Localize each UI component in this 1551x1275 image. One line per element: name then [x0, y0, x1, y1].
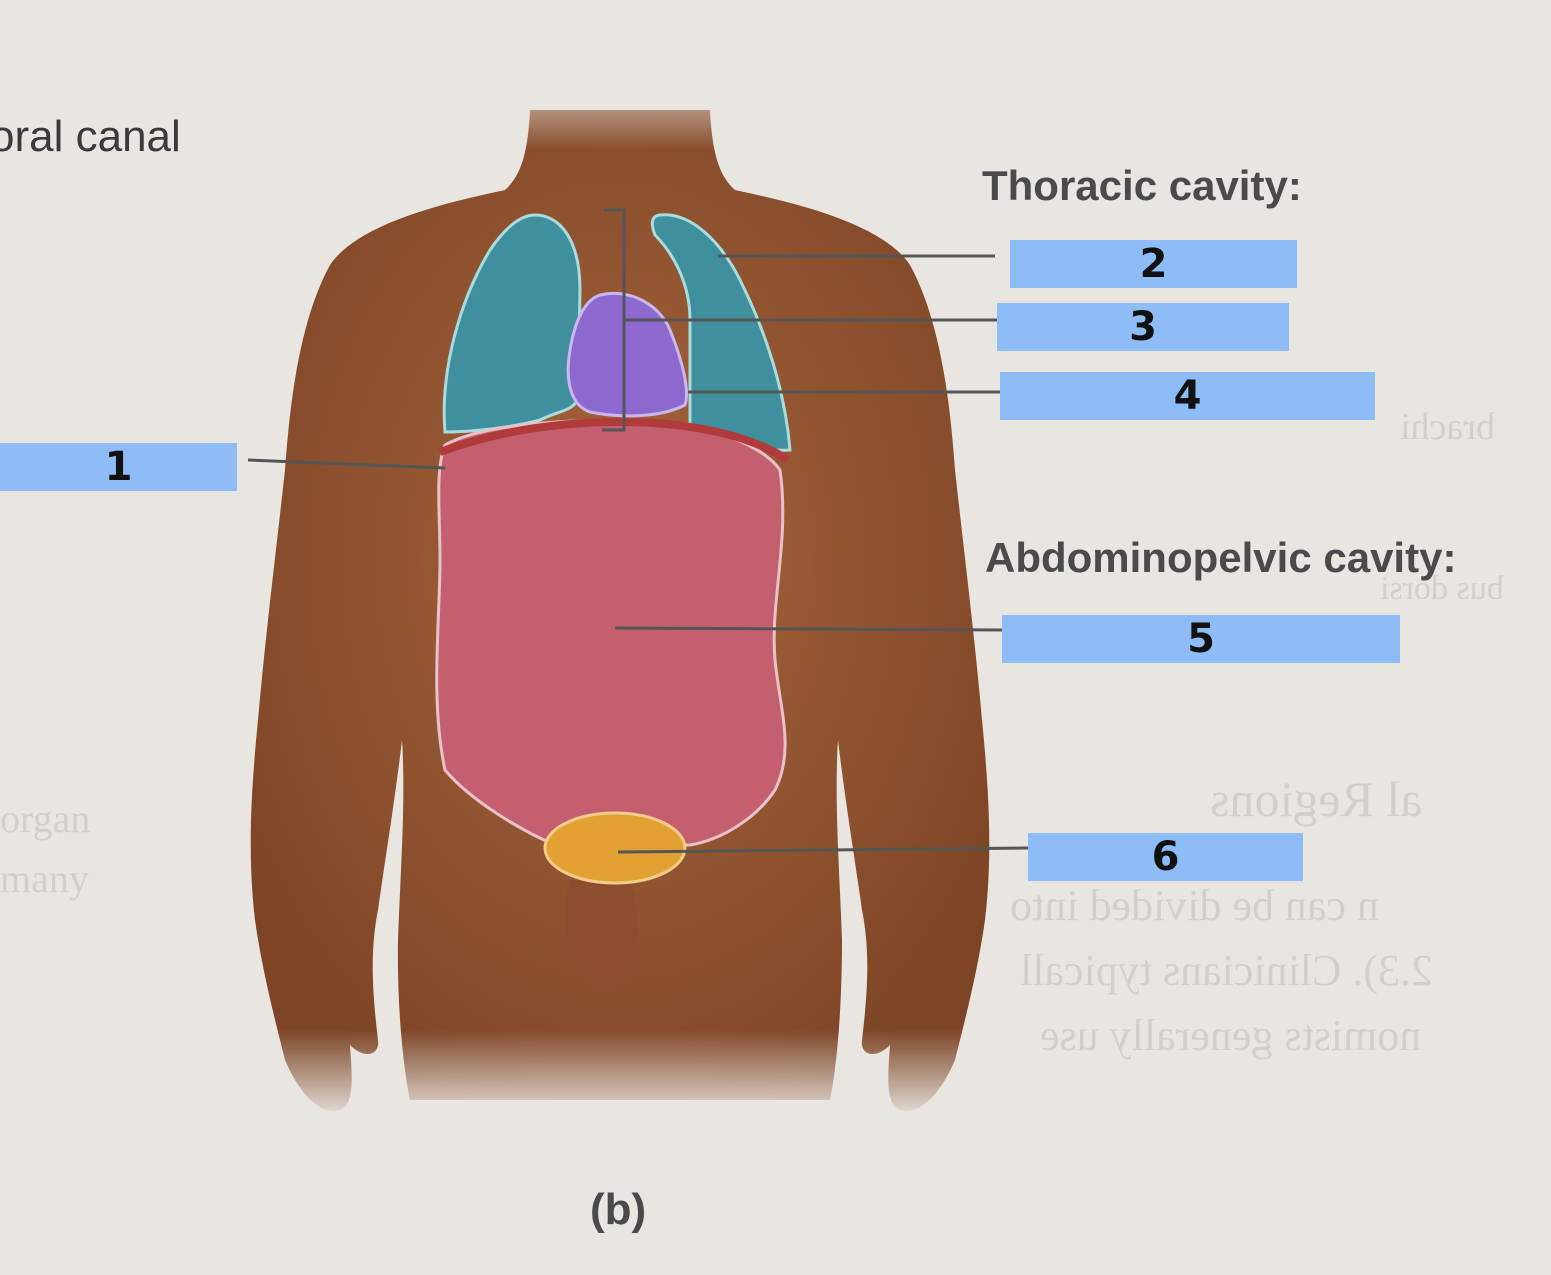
label-box-4[interactable]: 4: [1000, 372, 1375, 420]
leader-line-1: [247, 458, 446, 470]
label-box-2[interactable]: 2: [1010, 240, 1297, 288]
label-box-6[interactable]: 6: [1028, 833, 1303, 881]
leader-line-6: [617, 846, 1029, 854]
partial-label-text: oral canal: [0, 112, 181, 161]
diaphragm: [438, 417, 791, 464]
thoracic-heading: Thoracic cavity:: [982, 162, 1302, 209]
bleed-text-many: many: [0, 856, 89, 901]
bleed-text-organ: organ: [0, 796, 91, 841]
figure-caption: (b): [590, 1185, 647, 1234]
label-box-1[interactable]: 1: [0, 443, 237, 491]
label-box-5[interactable]: 5: [1002, 615, 1400, 663]
right-lung: [442, 213, 582, 434]
abdominal-cavity: [435, 418, 787, 847]
pelvic-cavity: [543, 811, 687, 885]
label-box-3[interactable]: 3: [997, 303, 1289, 351]
abdominopelvic-heading: Abdominopelvic cavity:: [985, 534, 1457, 581]
leader-line-5: [614, 626, 1003, 632]
genital-shape: [565, 880, 638, 991]
